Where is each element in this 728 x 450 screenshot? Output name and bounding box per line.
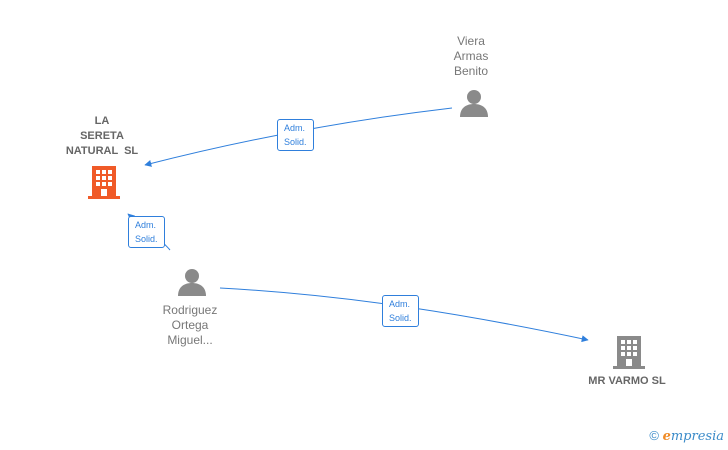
copyright-symbol: © [649, 428, 659, 443]
node-label-viera[interactable]: Viera Armas Benito [431, 34, 511, 79]
edge-label-line: Adm. [284, 123, 306, 133]
label-line: SERETA [80, 130, 124, 142]
building-icon[interactable] [613, 334, 645, 370]
label-line: NATURAL SL [65, 145, 139, 157]
label-line: Viera [457, 34, 485, 48]
label-line: MR VARMO SL [588, 375, 666, 387]
person-icon[interactable] [459, 88, 489, 118]
edge-label-line: Solid. [135, 234, 158, 244]
node-label-rodriguez[interactable]: Rodriguez Ortega Miguel... [140, 303, 240, 348]
brand-logo-initial: e [662, 429, 671, 444]
edge-label-line: Solid. [284, 137, 307, 147]
label-line: LA [94, 115, 110, 127]
label-line: Ortega [171, 318, 209, 332]
edge-label-rodriguez-mrvarmo[interactable]: Adm. Solid. [382, 295, 419, 327]
edge-label-line: Adm. [135, 220, 157, 230]
edge-label-line: Adm. [389, 299, 411, 309]
label-line: Rodriguez [162, 303, 218, 317]
brand-logo-text: mpresia [670, 429, 724, 444]
person-icon[interactable] [177, 267, 207, 297]
node-label-mrvarmo[interactable]: MR VARMO SL [576, 374, 678, 389]
label-line: Armas [453, 49, 489, 63]
label-line: Miguel... [167, 333, 213, 347]
edge-label-line: Solid. [389, 313, 412, 323]
label-line: Benito [453, 64, 489, 78]
node-label-lasereta[interactable]: LA SERETA NATURAL SL [54, 114, 150, 159]
edge-label-rodriguez-lasereta[interactable]: Adm. Solid. [128, 216, 165, 248]
building-icon[interactable] [88, 164, 120, 200]
watermark: © empresia [649, 428, 724, 444]
edge-label-viera-lasereta[interactable]: Adm. Solid. [277, 119, 314, 151]
